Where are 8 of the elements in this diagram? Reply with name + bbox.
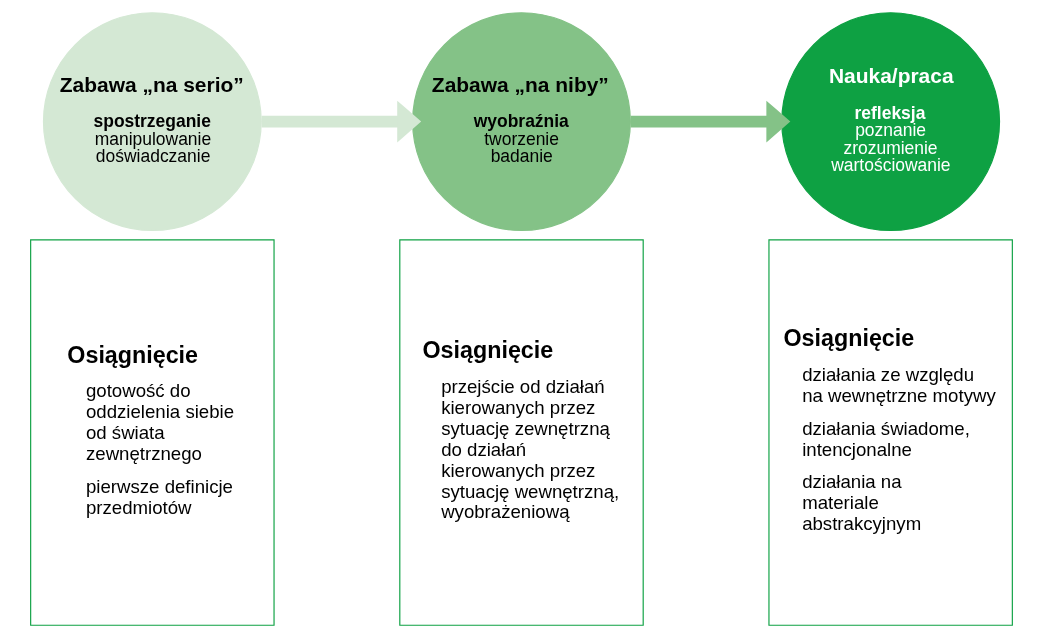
node-circle: Zabawa „na niby” wyobraźnia tworzenie badanie xyxy=(412,12,631,232)
arrow xyxy=(630,100,791,143)
node-box: Osiągnięcie działania ze względu na wewnętrzne motywy działania świadome, intencjonalne działania na materiale abstrakcyjnym xyxy=(768,239,1013,626)
arrow xyxy=(261,100,422,143)
node-circle: Zabawa „na serio” spostrzeganie manipulowanie doświadczanie xyxy=(42,12,262,232)
node-box: Osiągnięcie przejście od działań kierowanych przez sytuację zewnętrzną do działań kierowanych przez sytuację wewnętrzną, wyobrażeniową xyxy=(399,239,644,626)
node-box: Osiągnięcie gotowość do oddzielenia siebie od świata zewnętrznego pierwsze definicje przedmiotów xyxy=(30,239,275,626)
node-circle: Nauka/praca refleksja poznanie zrozumienie wartościowanie xyxy=(781,12,1001,232)
